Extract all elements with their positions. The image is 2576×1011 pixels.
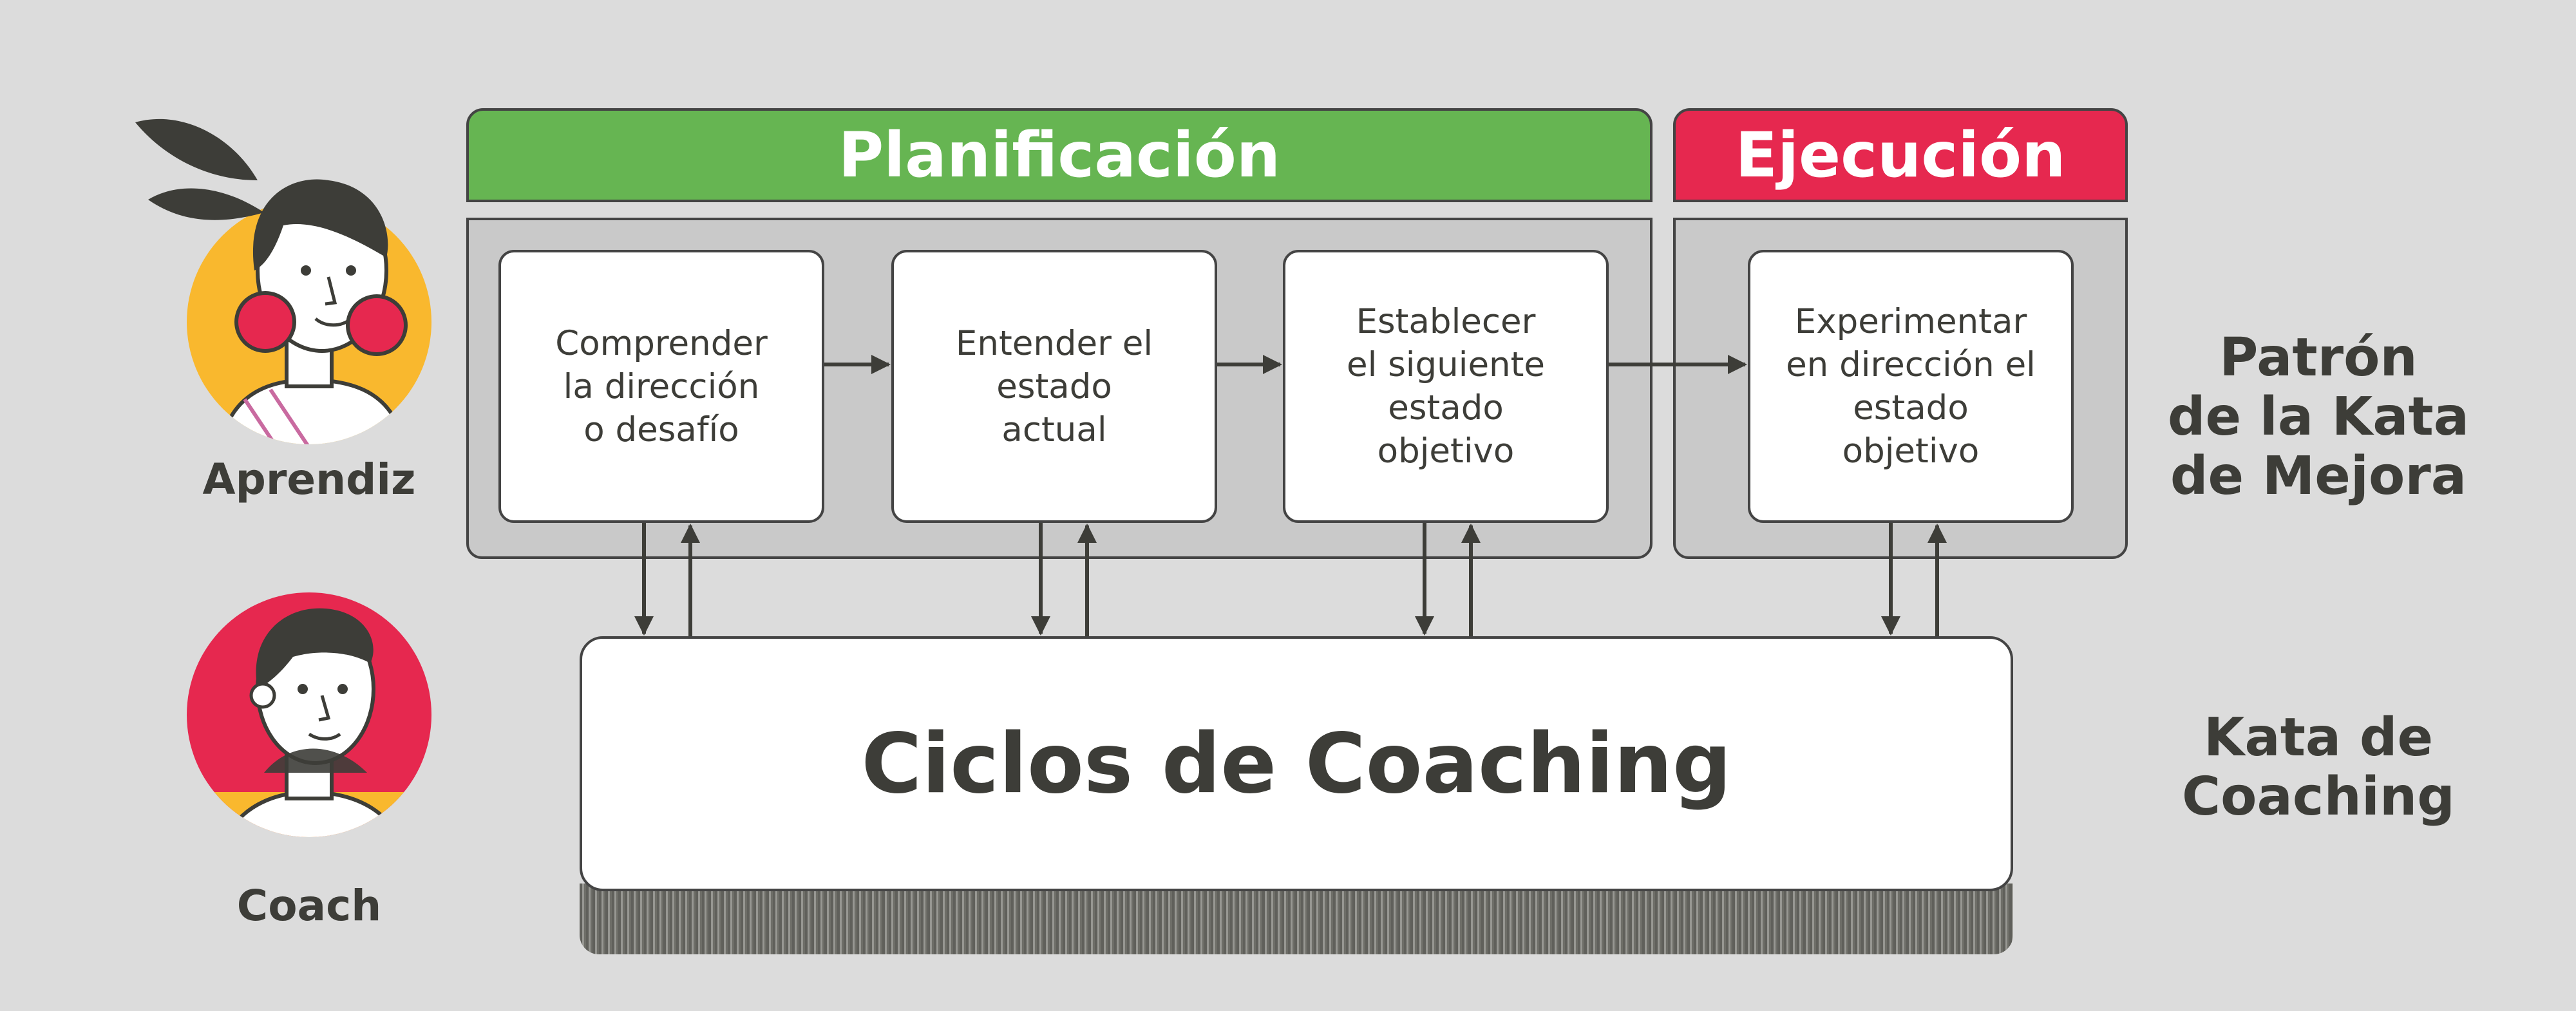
step-establish-target-condition: Establecer el siguiente estado objetivo: [1283, 250, 1609, 523]
step-understand-direction-label: Comprender la dirección o desafío: [555, 323, 768, 449]
learner-avatar-icon: [135, 118, 431, 444]
improvement-kata-label: Patrón de la Kata de Mejora: [2167, 327, 2470, 507]
step-experiment-toward-target-label: Experimentar en dirección el estado obje…: [1786, 302, 2036, 471]
step-experiment-toward-target: Experimentar en dirección el estado obje…: [1748, 250, 2074, 523]
coaching-kata-label: Kata de Coaching: [2181, 707, 2455, 827]
step-grasp-current-condition-label: Entender el estado actual: [955, 323, 1153, 449]
step-establish-target-condition-label: Establecer el siguiente estado objetivo: [1346, 302, 1546, 471]
coaching-cycles-box: Ciclos de Coaching: [580, 636, 2013, 891]
planning-phase-label: Planificación: [838, 119, 1281, 191]
step-understand-direction: Comprender la dirección o desafío: [498, 250, 824, 523]
execution-phase-label: Ejecución: [1735, 119, 2066, 191]
step-grasp-current-condition: Entender el estado actual: [891, 250, 1217, 523]
execution-phase-header: Ejecución: [1673, 108, 2128, 202]
coaching-box-shadow: [580, 883, 2013, 954]
learner-label: Aprendiz: [202, 455, 416, 504]
coach-label: Coach: [236, 881, 382, 931]
planning-phase-header: Planificación: [466, 108, 1653, 202]
coaching-cycles-label: Ciclos de Coaching: [861, 715, 1732, 812]
coach-avatar-icon: [187, 592, 431, 837]
